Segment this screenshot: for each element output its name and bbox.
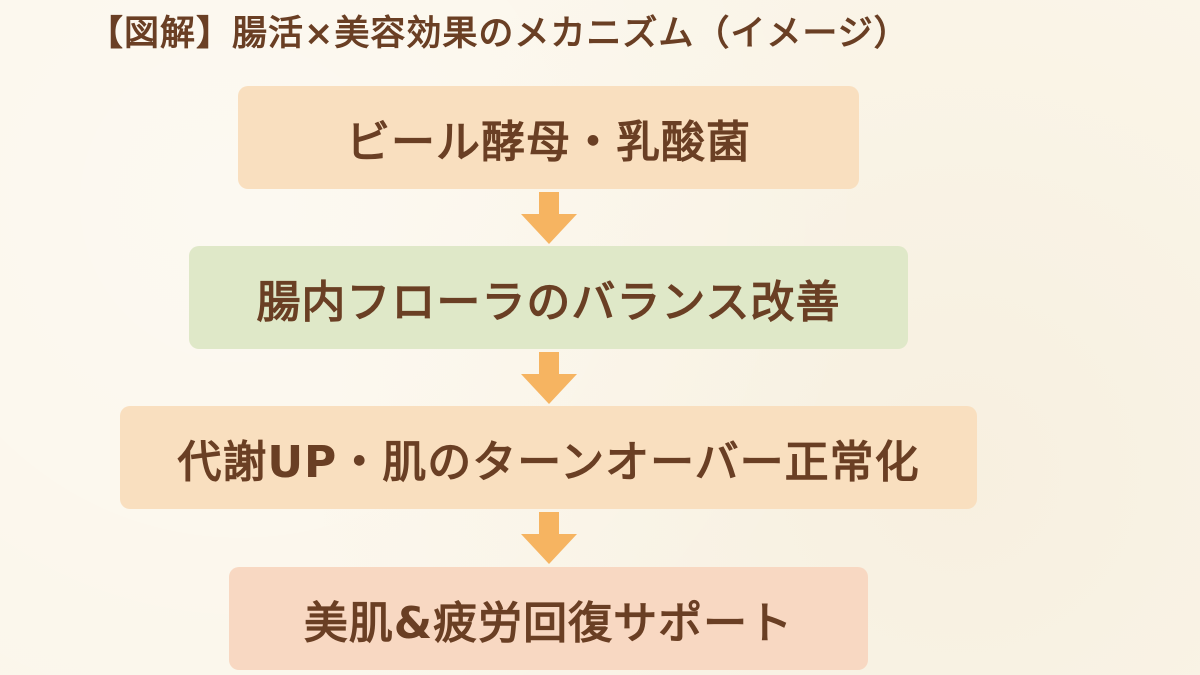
flow-step-metabolism-turnover: 代謝UP・肌のターンオーバー正常化 xyxy=(120,406,977,509)
flow-step-label: 美肌&疲労回復サポート xyxy=(303,597,794,649)
flow-step-gut-flora-balance: 腸内フローラのバランス改善 xyxy=(189,246,908,349)
down-arrow-icon xyxy=(521,192,577,244)
flow-step-label: 腸内フローラのバランス改善 xyxy=(256,276,841,328)
down-arrow-icon xyxy=(521,352,577,404)
flow-step-label: 代謝UP・肌のターンオーバー正常化 xyxy=(177,436,920,488)
flow-step-label: ビール酵母・乳酸菌 xyxy=(346,116,751,168)
diagram-title: 【図解】腸活×美容効果のメカニズム（イメージ） xyxy=(88,14,910,54)
down-arrow-icon xyxy=(521,512,577,564)
flow-step-yeast-lactic-acid: ビール酵母・乳酸菌 xyxy=(238,86,859,189)
flow-step-skin-fatigue-support: 美肌&疲労回復サポート xyxy=(229,567,868,670)
